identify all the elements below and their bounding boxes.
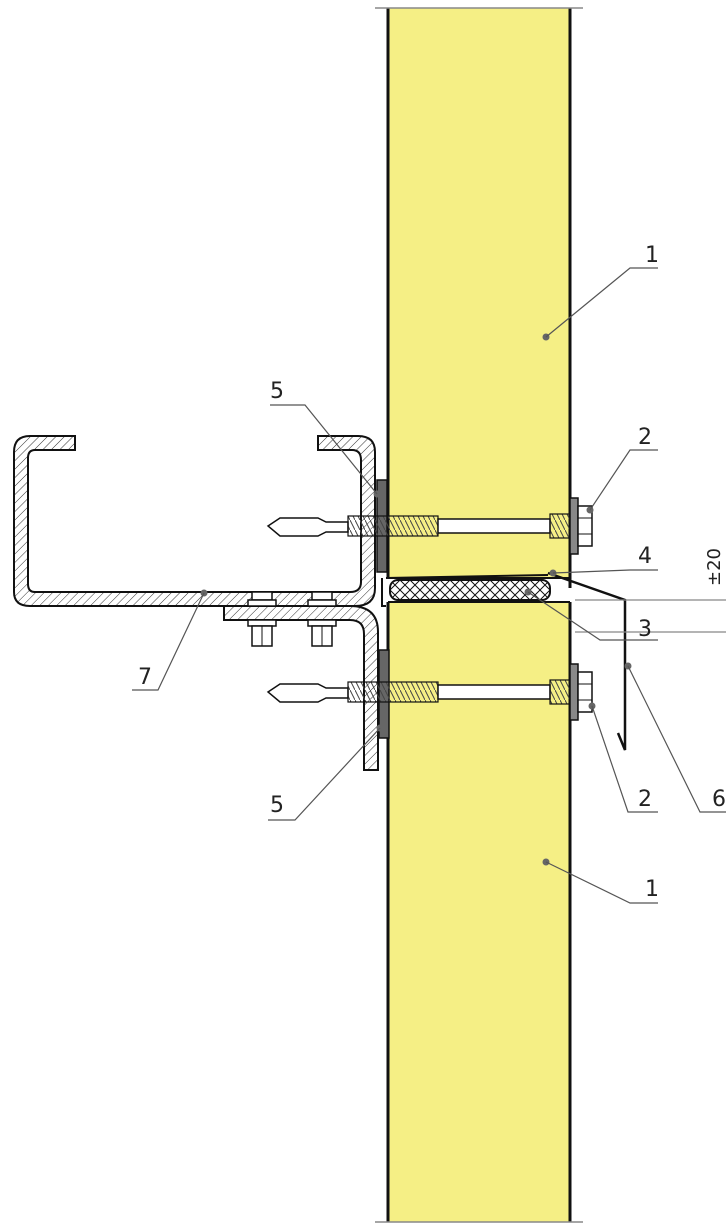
svg-text:5: 5 (270, 379, 284, 404)
callout-girt: 7 (132, 589, 208, 691)
callout-panel-lower: 1 (542, 858, 659, 904)
svg-text:2: 2 (638, 425, 652, 450)
svg-text:4: 4 (638, 544, 652, 569)
callout-joint-seal: 4 (549, 544, 658, 577)
dimension-lines: ±20 (575, 548, 726, 633)
callout-gasket-lower: 5 (268, 724, 384, 821)
callout-sealing-tape: 3 (524, 588, 658, 642)
svg-text:5: 5 (270, 793, 284, 818)
callout-panel-upper: 1 (542, 243, 659, 341)
lower-bracket (223, 605, 379, 771)
callout-flashing: 6 (624, 662, 726, 813)
girt-bolt-right (307, 591, 337, 647)
callout-gasket-upper: 5 (270, 379, 381, 498)
screw-upper (266, 497, 593, 555)
svg-text:3: 3 (638, 617, 652, 642)
panel-lower (375, 601, 583, 1223)
panel-upper (375, 7, 583, 588)
svg-text:2: 2 (638, 787, 652, 812)
joint-seal (381, 574, 549, 607)
svg-text:1: 1 (645, 243, 659, 268)
svg-text:7: 7 (138, 665, 152, 690)
callout-screw-lower: 2 (588, 702, 658, 813)
svg-text:6: 6 (712, 787, 726, 812)
girt (13, 435, 376, 607)
svg-text:1: 1 (645, 877, 659, 902)
callout-screw-upper: 2 (586, 425, 658, 514)
girt-bolt-left (247, 591, 277, 647)
dimension-label: ±20 (704, 548, 725, 586)
sealing-tape (389, 579, 551, 601)
flashing (547, 571, 627, 751)
screw-lower (266, 663, 593, 721)
